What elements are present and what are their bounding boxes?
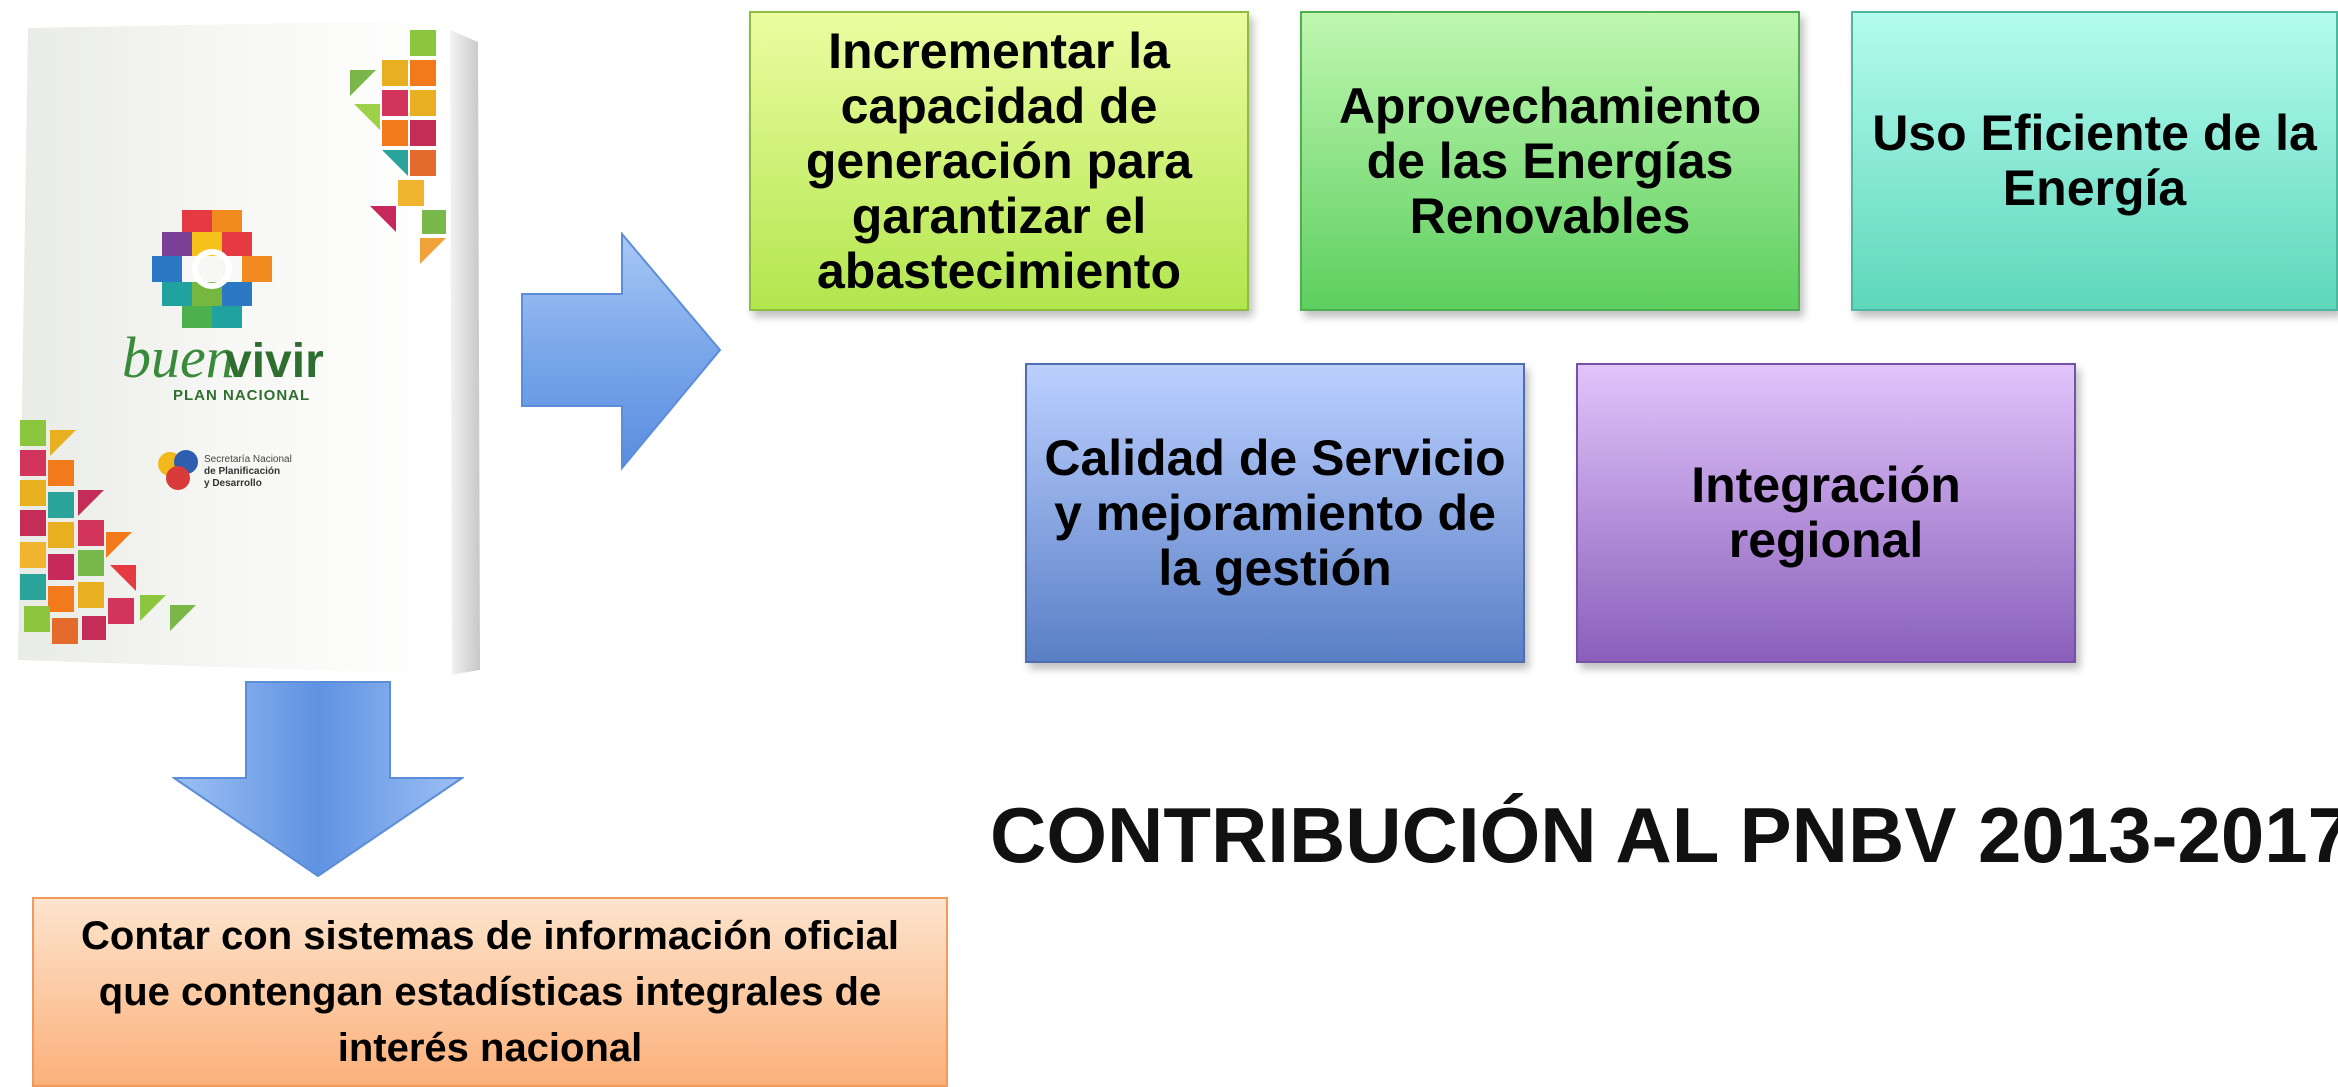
box-generation-capacity: Incrementar la capacidad de generación p… (749, 11, 1249, 311)
arrow-down-icon (170, 681, 466, 878)
box-service-quality-text: Calidad de Servicio y mejoramiento de la… (1044, 429, 1506, 596)
box-energy-efficiency: Uso Eficiente de la Energía (1851, 11, 2338, 311)
box-official-information-text: Contar con sistemas de información ofici… (81, 914, 899, 1070)
arrow-right-icon (521, 231, 722, 471)
box-generation-capacity-text: Incrementar la capacidad de generación p… (805, 22, 1193, 299)
box-service-quality: Calidad de Servicio y mejoramiento de la… (1025, 363, 1525, 663)
publisher-line-3: y Desarrollo (204, 478, 262, 489)
arrow-right (520, 231, 725, 472)
publisher-line-1: Secretaría Nacional (204, 454, 292, 465)
box-renewable-energy-text: Aprovechamiento de las Energías Renovabl… (1338, 77, 1762, 244)
box-regional-integration-text: Integración regional (1691, 457, 1961, 568)
logo-subtitle: PLAN NACIONAL (173, 387, 310, 404)
diagram-title: CONTRIBUCIÓN AL PNBV 2013-2017 (990, 791, 2338, 879)
arrow-down (170, 680, 466, 880)
box-official-information: Contar con sistemas de información ofici… (32, 897, 948, 1087)
plan-book-cover: buen vivir PLAN NACIONAL Secretaría Naci… (10, 20, 490, 680)
logo-text-light: buen (122, 325, 235, 390)
box-energy-efficiency-text: Uso Eficiente de la Energía (1872, 105, 2317, 216)
book-illustration: buen vivir PLAN NACIONAL Secretaría Naci… (18, 20, 480, 675)
box-renewable-energy: Aprovechamiento de las Energías Renovabl… (1300, 11, 1800, 311)
publisher-line-2: de Planificación (204, 466, 280, 477)
box-regional-integration: Integración regional (1576, 363, 2076, 663)
logo-text-bold: vivir (225, 335, 324, 388)
